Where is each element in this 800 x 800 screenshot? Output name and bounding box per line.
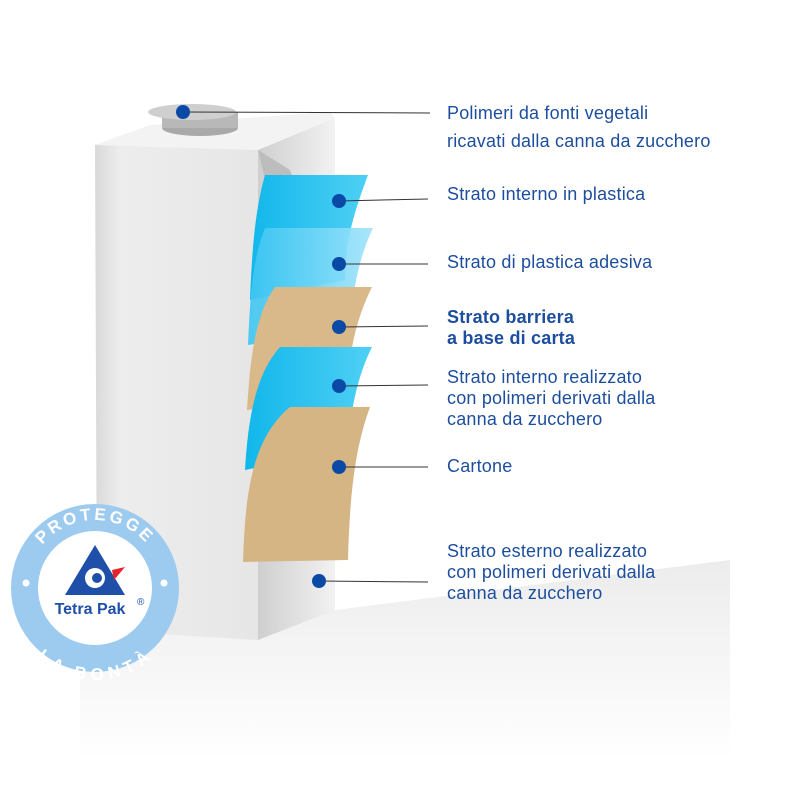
label-line: con polimeri derivati dalla: [447, 562, 656, 582]
marker-dot-cap: [176, 105, 190, 119]
label-line: Polimeri da fonti vegetali: [447, 103, 649, 123]
label-line: canna da zucchero: [447, 583, 603, 603]
floor-shadow: [80, 560, 730, 760]
layer-cardboard: [243, 407, 370, 562]
marker-dot-paper-barrier: [332, 320, 346, 334]
marker-dot-inner-polymer: [332, 379, 346, 393]
label-cardboard: Cartone: [447, 456, 513, 476]
tetra-pak-badge: PROTEGGE LA BONTÀ Tetra Pak ®: [11, 504, 179, 684]
label-line: canna da zucchero: [447, 409, 603, 429]
label-line: Strato esterno realizzato: [447, 541, 648, 561]
brand-name: Tetra Pak: [55, 601, 126, 618]
registered-mark: ®: [137, 597, 145, 608]
marker-dot-outer-polymer: [312, 574, 326, 588]
label-adhesive-plastic: Strato di plastica adesiva: [447, 252, 653, 272]
label-cap: Polimeri da fonti vegetali ricavati dall…: [447, 99, 711, 155]
label-line: con polimeri derivati dalla: [447, 388, 656, 408]
label-line: Strato interno realizzato: [447, 367, 643, 387]
label-inner-polymer: Strato interno realizzato con polimeri d…: [447, 367, 656, 430]
connector-lines: [182, 111, 431, 583]
label-inner-plastic: Strato interno in plastica: [447, 184, 646, 204]
label-outer-polymer: Strato esterno realizzato con polimeri d…: [447, 541, 656, 604]
marker-dot-inner-plastic: [332, 194, 346, 208]
label-line: ricavati dalla canna da zucchero: [447, 131, 711, 151]
label-line: Strato barriera: [447, 307, 575, 327]
marker-dot-adhesive-plastic: [332, 257, 346, 271]
marker-dot-cardboard: [332, 460, 346, 474]
label-paper-barrier: Strato barriera a base di carta: [447, 307, 575, 349]
label-line: a base di carta: [447, 328, 576, 348]
